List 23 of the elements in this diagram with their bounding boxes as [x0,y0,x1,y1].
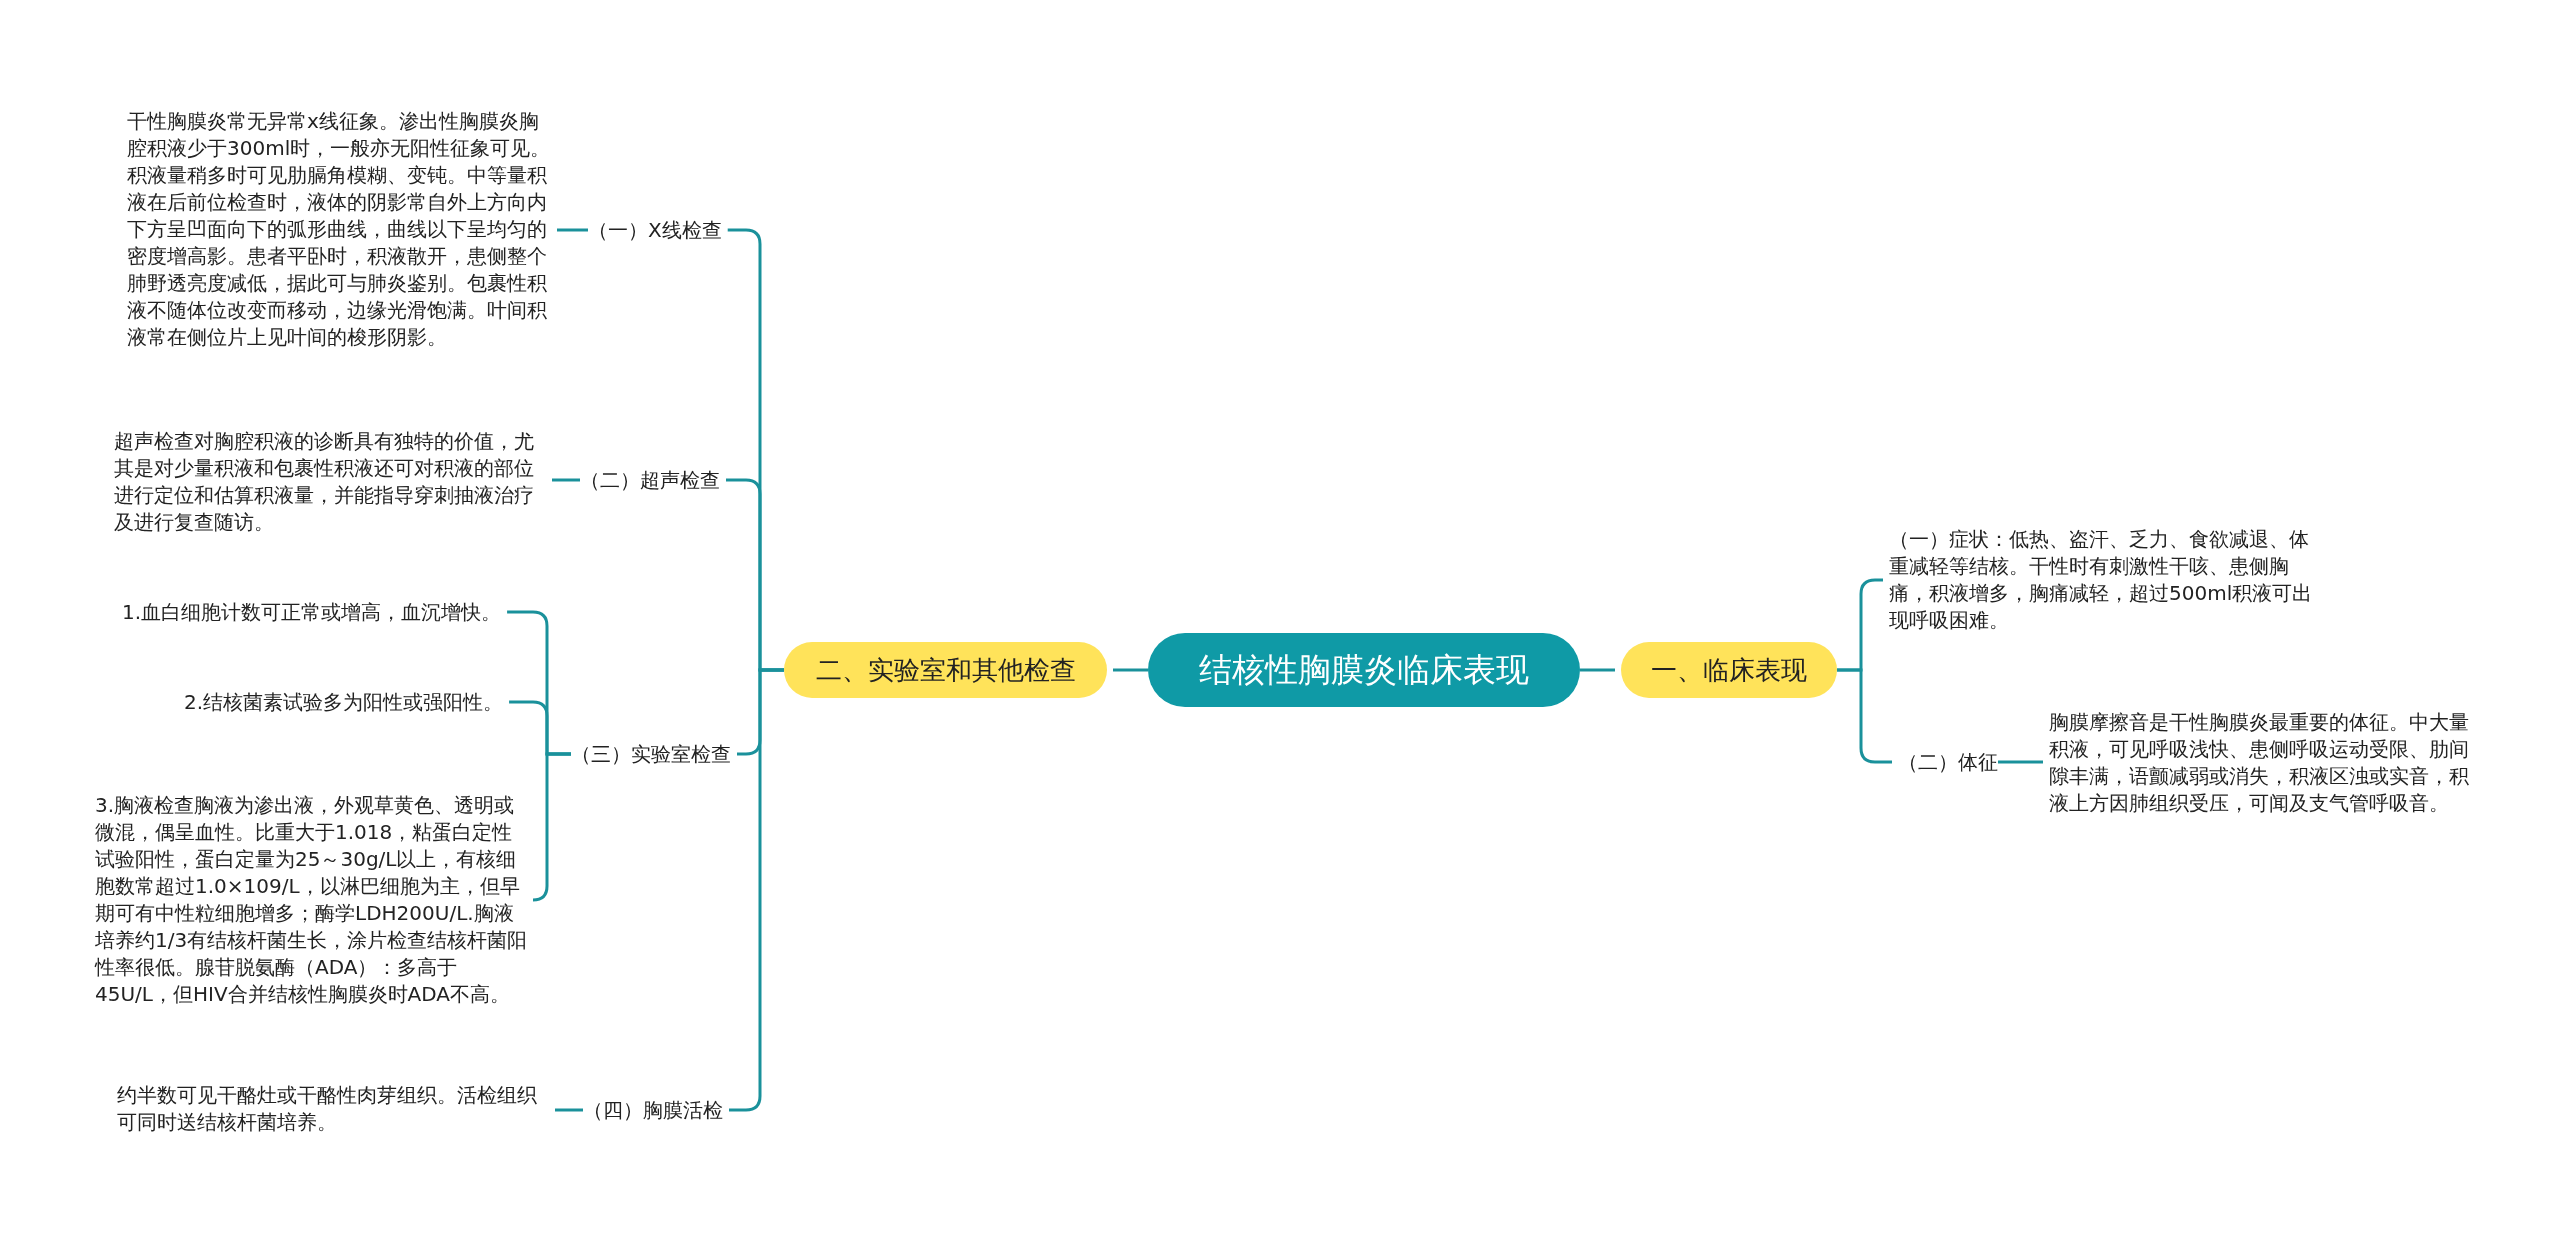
branch-topic-box: 一、临床表现 [1621,642,1837,698]
connector-line [1998,760,2043,764]
central-topic-box: 结核性胸膜炎临床表现 [1148,633,1580,707]
connector-line [557,228,588,232]
connector-line [531,752,571,902]
branch-label: （一）X线检查 [588,216,722,244]
branch-label: （二）超声检查 [580,466,720,494]
connector-line [552,478,580,482]
note-text: 胸膜摩擦音是干性胸膜炎最重要的体征。中大量积液，可见呼吸浅快、患侧呼吸运动受限、肋间隙丰满，语颤减弱或消失，积液区浊或实音，积液上方因肺组织受压，可闻及支气管呼吸音。 [2049,709,2481,817]
note-text: 干性胸膜炎常无异常x线征象。渗出性胸膜炎胸腔积液少于300ml时，一般亦无阳性征象可见。积液量稍多时可见肋膈角模糊、变钝。中等量积液在后前位检查时，液体的阴影常自外上方向内下方呈凹面向下的弧形曲线，曲线以下呈均匀的密度增高影。患者平卧时，积液散开，患侧整个肺野透亮度减低，据此可与肺炎鉴别。包裹性积液不随体位改变而移动，边缘光滑饱满。叶间积液常在侧位片上见叶间的梭形阴影。 [127,107,551,351]
branch-topic-box: 二、实验室和其他检查 [784,642,1107,698]
branch-label: 1.血白细胞计数可正常或增高，血沉增快。 [122,598,502,626]
note-text: （一）症状：低热、盗汗、乏力、食欲减退、体重减轻等结核。干性时有刺激性干咳、患侧胸痛，积液增多，胸痛减轻，超过500ml积液可出现呼吸困难。 [1889,526,2321,634]
branch-label: 2.结核菌素试验多为阳性或强阳性。 [184,688,504,716]
note-text: 超声检查对胸腔积液的诊断具有独特的价值，尤其是对少量积液和包裹性积液还可对积液的部位进行定位和估算积液量，并能指导穿刺抽液治疗及进行复查随访。 [114,428,546,536]
branch-label: （四）胸膜活检 [583,1096,723,1124]
connector-line [1113,668,1148,672]
connector-line [555,1108,583,1112]
branch-label: （三）实验室检查 [571,740,731,768]
branch-label: （二）体征 [1898,748,1998,776]
note-text: 约半数可见干酪灶或干酪性肉芽组织。活检组织可同时送结核杆菌培养。 [117,1082,549,1136]
connector-line [1580,668,1615,672]
note-text: 3.胸液检查胸液为渗出液，外观草黄色、透明或微混，偶呈血性。比重大于1.018，粘蛋白定性试验阳性，蛋白定量为25～30g/L以上，有核细胞数常超过1.0×109/L，以淋巴细胞为主，但早期可有中性粒细胞增多；酶学LDH200U/L.胸液培养约1/3有结核杆菌生长，涂片检查结核杆菌阳性率很低。腺苷脱氨酶（ADA）：多高于45U/L，但HIV合并结核性胸膜炎时ADA不高。 [95,792,529,1008]
